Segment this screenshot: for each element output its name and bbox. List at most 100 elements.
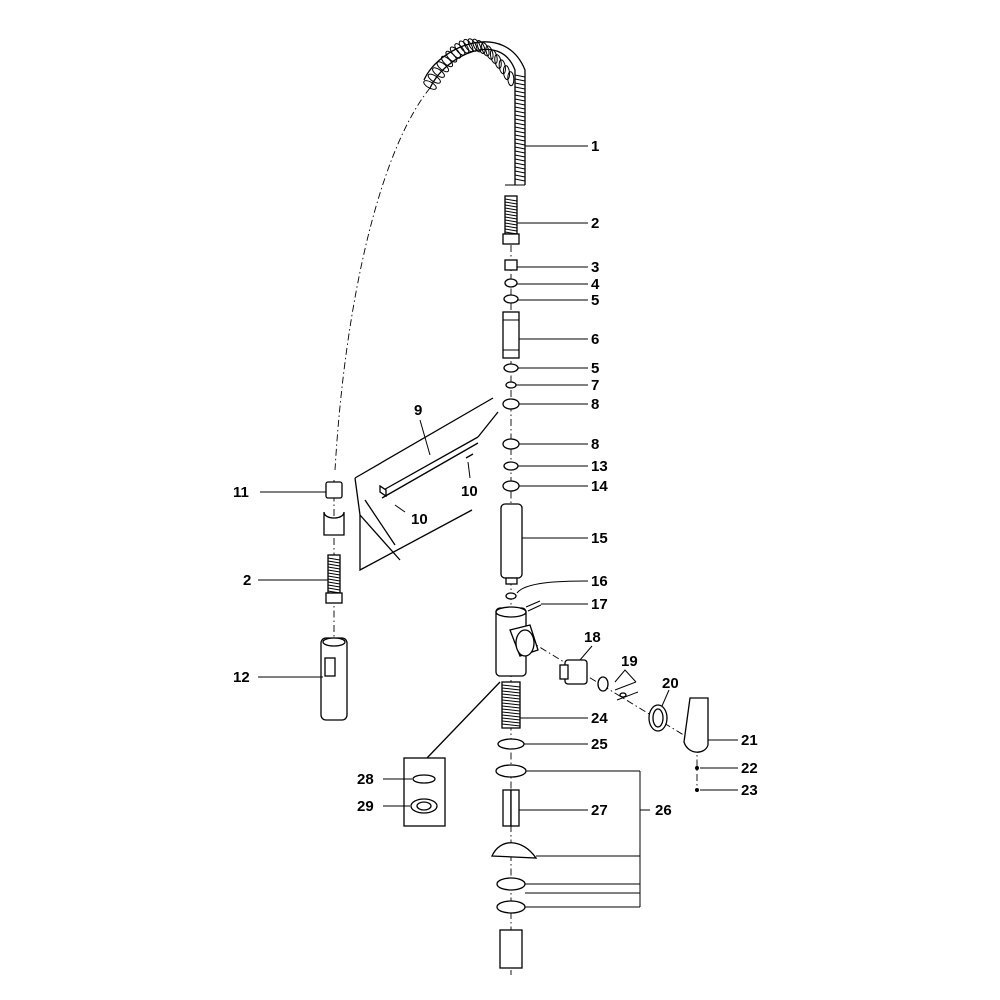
stud-bolt-part (499, 789, 523, 969)
coil-loop (498, 59, 506, 75)
faucet-body-part (495, 606, 539, 677)
hose-ribs-lower-stroke (327, 560, 341, 564)
hose-ribs-upper-stroke (504, 228, 518, 232)
coil-loop (494, 54, 502, 69)
coil-rings-stroke (514, 126, 526, 130)
hose-ribs-lower-stroke (327, 578, 341, 582)
hose-ribs-upper-stroke (504, 207, 518, 211)
spout-tube-part (500, 503, 523, 585)
leader-line-18 (579, 645, 593, 661)
coil-rings-stroke (514, 134, 526, 138)
hose-ribs-upper-stroke (504, 222, 518, 226)
coil-rings-stroke (514, 102, 526, 106)
hose-ribs-upper-stroke (504, 225, 518, 229)
mounting-kit-part (491, 764, 538, 914)
callout-27: 27 (591, 802, 608, 819)
callout-8-lower: 8 (591, 436, 599, 453)
screw-part (695, 766, 699, 770)
hose-ribs-upper-stroke (504, 201, 518, 205)
coil-rings-stroke (514, 162, 526, 166)
inset-detail-box (403, 757, 446, 827)
coil-rings-stroke (514, 106, 526, 110)
hose-ribs-upper-stroke (504, 213, 518, 217)
shank-threads-stroke (501, 690, 521, 694)
hose-ribs-upper-stroke (504, 210, 518, 214)
cover-part (695, 788, 699, 792)
coil-loop (463, 38, 474, 53)
callout-10-left: 10 (411, 511, 428, 528)
coil-rings-stroke (514, 94, 526, 98)
shank-threads-stroke (501, 693, 521, 697)
coil-rings-stroke (514, 130, 526, 134)
inset-leader-line (426, 681, 501, 759)
hose-ribs-lower-stroke (327, 581, 341, 585)
callout-21: 21 (741, 732, 758, 749)
spray-head-part (320, 637, 348, 721)
threaded-shank-part (501, 681, 521, 729)
coil-loop (432, 67, 445, 78)
coil-rings-stroke (514, 110, 526, 114)
callout-9: 9 (414, 402, 422, 419)
hose-ribs-lower-stroke (327, 569, 341, 573)
shank-threads-stroke (501, 720, 521, 724)
coil-loop (458, 40, 470, 54)
coil-loop (423, 80, 437, 90)
coil-rings-stroke (514, 74, 526, 78)
coil-rings-stroke (514, 122, 526, 126)
hose-ribs-lower-stroke (327, 572, 341, 576)
bearing-part-lower (502, 438, 520, 450)
coil-rings-stroke (514, 98, 526, 102)
shank-threads-stroke (501, 723, 521, 727)
coil-rings-stroke (514, 82, 526, 86)
shank-threads-stroke (501, 696, 521, 700)
shank-threads-stroke (501, 714, 521, 718)
hose-path-line (334, 87, 431, 471)
hose-ribs-upper-stroke (504, 204, 518, 208)
leader-line-19 (614, 669, 637, 683)
coil-loop (467, 38, 478, 52)
callout-29: 29 (357, 798, 374, 815)
coil-rings-stroke (514, 118, 526, 122)
o-ring-part-upper (503, 294, 519, 304)
coil-rings-stroke (514, 146, 526, 150)
coil-rings-stroke (514, 90, 526, 94)
cap-ring-part (648, 704, 668, 732)
leader-line-10b (394, 504, 406, 513)
coil-rings-stroke (514, 158, 526, 162)
shank-threads-stroke (501, 687, 521, 691)
leader-line-16 (516, 580, 589, 594)
callout-11: 11 (233, 484, 249, 501)
shank-threads-stroke (501, 705, 521, 709)
callout-19: 19 (621, 653, 638, 670)
coil-rings-stroke (514, 78, 526, 82)
callout-20: 20 (662, 675, 679, 692)
callout-1: 1 (591, 138, 599, 155)
callout-5-lower: 5 (591, 360, 599, 377)
bearing-part-upper (502, 398, 520, 410)
coil-rings-stroke (514, 86, 526, 90)
coil-loop (436, 61, 450, 73)
spray-arm-part (354, 397, 499, 572)
coil-rings-stroke (514, 178, 526, 182)
hose-ribs-lower-stroke (327, 557, 341, 561)
coil-loop (507, 71, 515, 87)
coil-rings-stroke (514, 138, 526, 142)
hose-ribs-lower-stroke (327, 566, 341, 570)
callout-24: 24 (591, 710, 608, 727)
callout-15: 15 (591, 530, 608, 547)
callout-14: 14 (591, 478, 608, 495)
callout-8-upper: 8 (591, 396, 599, 413)
small-o-ring-part (505, 592, 517, 600)
callout-26: 26 (655, 802, 672, 819)
retaining-nut-part (597, 676, 639, 701)
callout-22: 22 (741, 760, 758, 777)
coil-rings-stroke (514, 166, 526, 170)
hose-ribs-upper-stroke (504, 216, 518, 220)
snap-ring-part (503, 461, 519, 471)
clip-part (323, 481, 345, 536)
callout-7: 7 (591, 377, 599, 394)
hose-ribs-lower-stroke (327, 575, 341, 579)
nipple-part (504, 259, 518, 271)
coil-rings-stroke (514, 170, 526, 174)
